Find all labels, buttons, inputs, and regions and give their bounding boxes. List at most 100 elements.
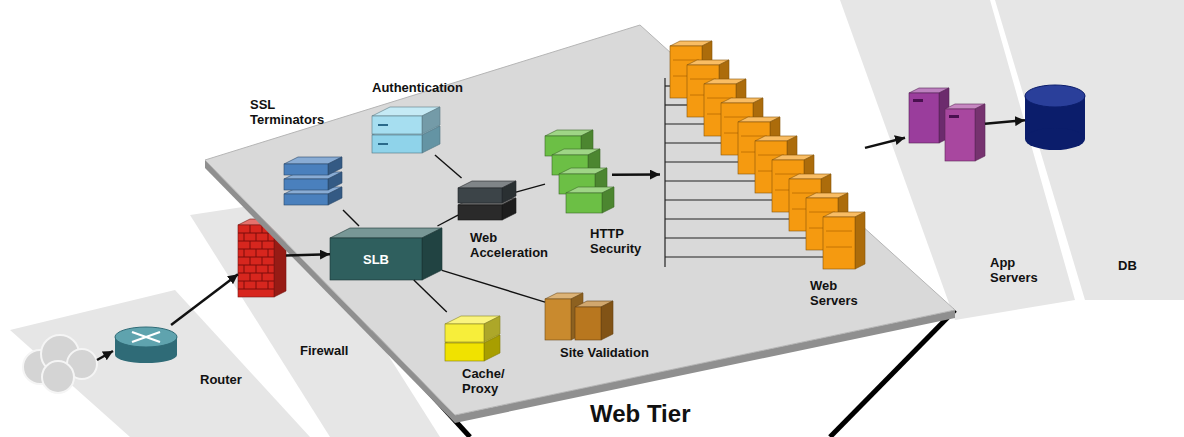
box-side — [602, 187, 614, 213]
label-holder: DB — [1118, 258, 1137, 273]
box-detail — [673, 60, 699, 61]
label-holder: Web Tier — [590, 400, 690, 428]
device-label: App Servers — [990, 255, 1050, 285]
box-detail — [741, 136, 767, 137]
box-front — [566, 193, 602, 213]
bus-line — [665, 237, 806, 238]
connector — [516, 184, 545, 192]
platform-surface — [205, 25, 955, 415]
device-label: Firewall — [300, 343, 348, 358]
box-front — [238, 225, 274, 297]
brick-line — [250, 273, 251, 281]
box-front — [909, 93, 939, 143]
device-node: Site Validation — [545, 285, 612, 340]
box-front — [284, 164, 328, 175]
connector — [171, 274, 238, 325]
device-label: Cache/ Proxy — [462, 366, 514, 396]
brick-line — [244, 281, 245, 289]
brick-line — [256, 249, 257, 257]
router-mark — [132, 332, 160, 342]
label-holder: SLB — [330, 238, 422, 280]
connector — [442, 270, 545, 302]
box-front — [458, 205, 502, 220]
label-holder: Cache/ Proxy — [462, 366, 514, 396]
db-band — [995, 0, 1184, 300]
device-label: Authentication — [372, 80, 463, 95]
brick-line — [262, 241, 263, 249]
box-side — [601, 301, 613, 340]
box-side — [328, 172, 342, 190]
box-detail — [809, 212, 835, 213]
device-icon — [282, 150, 344, 210]
box-front — [284, 179, 328, 190]
bus-line — [665, 218, 789, 219]
box-front — [445, 324, 484, 342]
bus-line — [664, 78, 665, 267]
device-icon — [372, 105, 440, 155]
device-label: Web Servers — [810, 278, 870, 308]
bus-line — [665, 199, 772, 200]
server-group: Web Servers — [660, 38, 865, 310]
box-front — [458, 188, 502, 203]
label-holder: Firewall — [300, 343, 348, 358]
box-side — [855, 212, 865, 269]
box-side — [502, 181, 516, 203]
device-icon — [458, 178, 516, 222]
connector — [414, 280, 447, 312]
box-detail — [758, 155, 784, 156]
box-front — [284, 194, 328, 205]
box-front — [945, 109, 975, 161]
box-detail — [378, 143, 388, 145]
box-front — [445, 343, 484, 361]
brick-line — [262, 273, 263, 281]
device-node: Cache/ Proxy — [445, 312, 500, 362]
box-side — [422, 228, 442, 280]
box-detail — [707, 98, 733, 99]
bus-line — [665, 256, 823, 257]
bus-line — [665, 180, 755, 181]
box-side — [484, 316, 500, 342]
device-label: SSL Terminators — [250, 97, 330, 127]
device-icon — [545, 285, 612, 340]
box-front — [330, 238, 422, 280]
brick-line — [250, 225, 251, 233]
brick-line — [244, 233, 245, 241]
device-label: Web Tier — [590, 400, 690, 428]
device-node: Authentication — [372, 105, 440, 155]
device-icon — [1025, 85, 1085, 150]
connector — [343, 210, 359, 226]
box-detail — [724, 117, 750, 118]
box-detail — [775, 174, 801, 175]
brick-line — [250, 257, 251, 265]
device-node: HTTP Security — [545, 128, 612, 222]
brick-line — [268, 281, 269, 289]
device-label: Site Validation — [560, 345, 649, 360]
device-label: Router — [200, 372, 242, 387]
server-group: App Servers — [905, 85, 985, 170]
router-top — [115, 327, 177, 347]
box-detail — [792, 193, 818, 194]
device-label: DB — [1118, 258, 1137, 273]
internet-cloud — [23, 335, 97, 393]
bus-line — [665, 85, 670, 86]
db-top — [1025, 85, 1085, 107]
router-body — [115, 347, 177, 363]
router-mark — [132, 332, 160, 342]
brick-line — [268, 265, 269, 273]
brick-line — [256, 265, 257, 273]
device-icon — [445, 312, 500, 362]
box-detail — [949, 115, 959, 118]
box-text: SLB — [363, 252, 389, 267]
cloud-puff — [42, 361, 74, 393]
box-front — [372, 116, 422, 134]
device-label: Web Acceleration — [470, 230, 560, 260]
brick-line — [268, 233, 269, 241]
box-side — [422, 107, 440, 134]
db-body — [1025, 128, 1085, 150]
box-front — [545, 299, 571, 340]
cloud-arrow — [97, 351, 113, 360]
box-front — [575, 307, 601, 340]
bus-line — [665, 104, 687, 105]
label-holder: HTTP Security — [590, 226, 654, 256]
bus-line — [665, 161, 738, 162]
